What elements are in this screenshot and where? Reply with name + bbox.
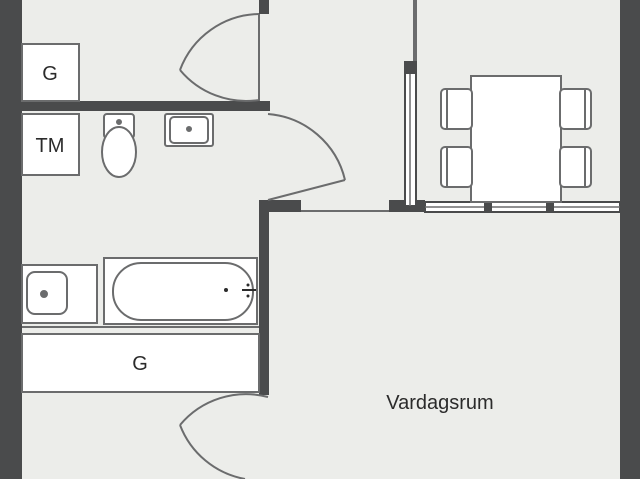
door-top-swing — [179, 14, 260, 102]
wall-bath-corner — [259, 200, 301, 212]
glazed-partition-cap-top — [405, 62, 416, 74]
wc-sink — [164, 113, 214, 147]
toilet-flush — [116, 119, 122, 125]
storage-bottom-label: G — [132, 353, 148, 375]
chair-right-bottom — [559, 146, 592, 188]
storage-top: G — [21, 43, 80, 102]
wall-bath-right — [259, 200, 269, 395]
bathtub-drain — [224, 288, 228, 292]
door-wc-arc — [267, 113, 346, 181]
door-wc-leaf — [267, 179, 346, 201]
washing-machine: TM — [21, 113, 80, 176]
bathtub-inner — [112, 262, 254, 321]
wall-stub-top — [259, 0, 269, 14]
washing-machine-box — [21, 113, 80, 176]
wall-right — [620, 0, 640, 479]
storage-bottom: G — [21, 333, 260, 393]
door-top-arc — [179, 13, 260, 71]
partition-lines — [22, 0, 417, 328]
dining-set — [440, 75, 592, 203]
wc-sink-drain — [186, 126, 192, 132]
bathtub-tap-knob-2 — [246, 294, 250, 298]
doors — [179, 13, 346, 479]
washing-machine-label: TM — [36, 135, 65, 157]
kitchen-window-wall — [424, 201, 621, 213]
kitchen-window-mullion-1 — [484, 202, 492, 212]
dining-table — [470, 75, 562, 203]
chair-right-top — [559, 88, 592, 130]
storage-bottom-box — [21, 333, 260, 393]
bathtub-tap-knob-1 — [246, 283, 250, 287]
door-living-arc-2 — [179, 424, 246, 479]
living-room-label: Vardagsrum — [386, 392, 493, 414]
bath-sink-drain — [40, 290, 48, 298]
storage-top-label: G — [42, 63, 58, 85]
toilet-bowl — [101, 126, 137, 178]
storage-top-box — [21, 43, 80, 102]
toilet — [101, 113, 137, 178]
chair-left-top — [440, 88, 473, 130]
wall-left — [0, 0, 22, 479]
kitchen-window-mullion-2 — [546, 202, 554, 212]
wall-wc-top — [22, 101, 270, 111]
door-living-arc — [179, 393, 269, 426]
bath-sink — [21, 264, 98, 324]
bathtub — [103, 257, 258, 325]
chair-left-bottom — [440, 146, 473, 188]
glazed-partition — [404, 61, 417, 207]
